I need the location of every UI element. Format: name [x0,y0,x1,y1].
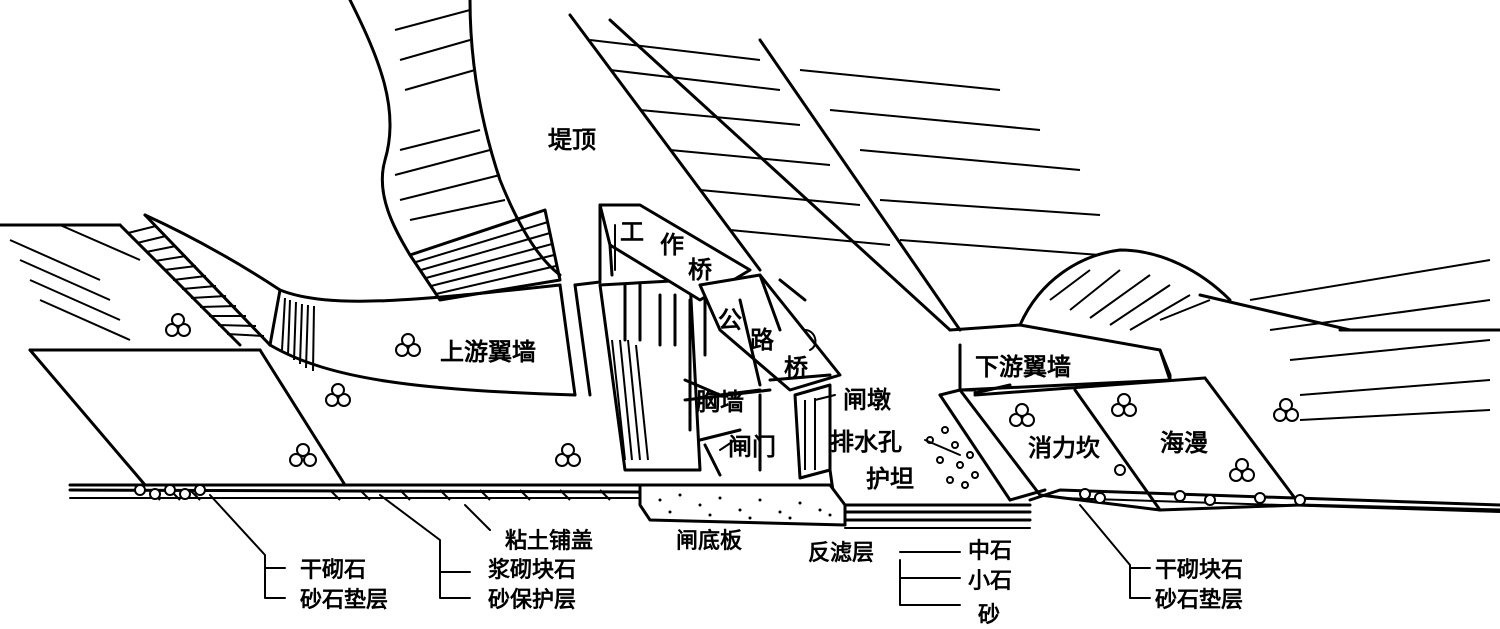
filter-layer-label: 反滤层 [808,541,874,566]
upstream-wing-wall [143,213,602,397]
sea-apron-label: 海漫 [1160,429,1208,457]
small-stone-label: 小石 [968,569,1012,594]
breast-wall-label: 胸墙 [696,388,744,416]
sand-label: 砂 [978,602,1000,628]
stilling-sill-label: 消力坎 [1028,434,1100,462]
dike-crest-label: 堤顶 [548,126,596,154]
road-bridge-label-3: 桥 [784,354,809,382]
gate-pier-label: 闸墩 [843,386,892,414]
dry-stone-left-label: 干砌石 [300,558,366,583]
downstream-wing-wall-label: 下游翼墙 [975,353,1071,381]
upstream-bank [0,213,347,487]
gate-label: 闸门 [728,433,776,461]
apron-label: 护坦 [866,465,914,493]
upstream-wing-wall-label: 上游翼墙 [440,338,536,366]
foundation-layers [68,313,1500,529]
road-bridge-label-2: 路 [750,326,775,354]
dike-embankment [348,0,1500,421]
sand-protection-label: 砂保护层 [488,587,576,613]
work-bridge-label-3: 桥 [688,256,713,284]
drain-holes-label: 排水孔 [830,428,902,456]
clay-blanket-label: 粘土铺盖 [505,528,593,554]
mortar-rubble-label: 浆砌块石 [488,557,576,583]
gravel-bed-left-label: 砂石垫层 [300,587,388,613]
gate-floor-label: 闸底板 [676,528,743,554]
downstream-structures [828,323,1500,512]
leader-lines [209,394,1151,606]
drain-holes [926,426,979,489]
work-bridge-label-1: 工 [620,218,644,246]
road-bridge-label-1: 公 [718,306,742,334]
gravel-bed-right-label: 砂石垫层 [1155,587,1243,613]
medium-stone-label: 中石 [968,539,1012,564]
gate-chamber [598,203,842,480]
dry-block-stone-right-label: 干砌块石 [1155,558,1243,583]
diagram-labels: 堤顶 工 作 桥 公 路 桥 上游翼墙 下游翼墙 胸墙 闸墩 闸门 排水孔 护坦… [300,126,1243,628]
work-bridge-label-2: 作 [660,231,684,259]
